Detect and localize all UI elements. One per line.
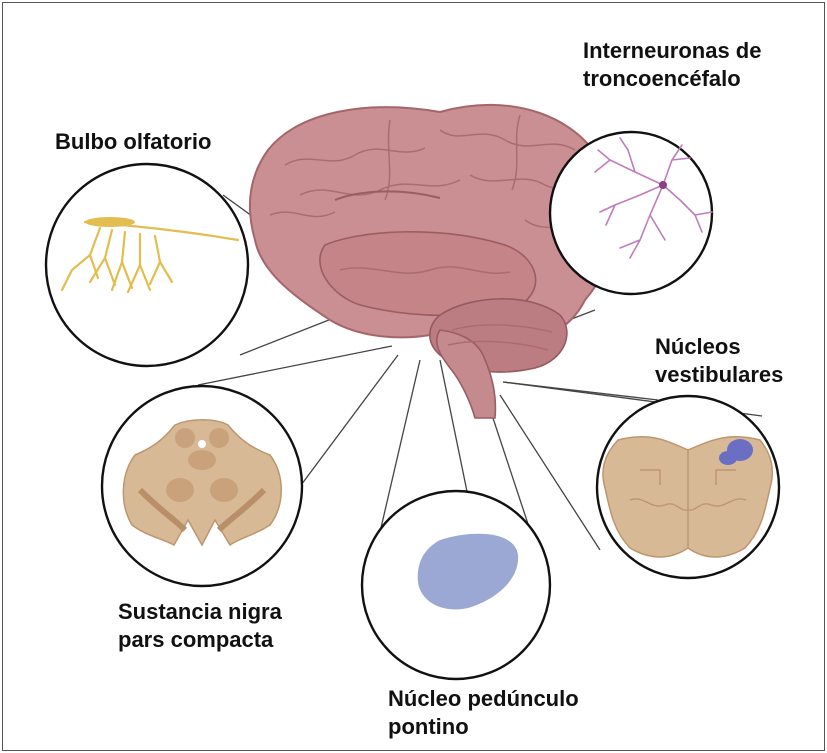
label-nucleo-pedunculo: Núcleo pedúnculo pontino	[388, 685, 579, 741]
label-interneuronas: Interneuronas de troncoencéfalo	[583, 37, 761, 93]
label-nucleo-pedunculo-line2: pontino	[388, 713, 579, 741]
label-sustancia-nigra-line1: Sustancia nigra	[118, 598, 282, 626]
label-bulbo-olfatorio: Bulbo olfatorio	[55, 128, 211, 156]
circle-nucleos-vestibulares	[597, 396, 779, 578]
circle-bulbo-olfatorio	[46, 164, 248, 366]
label-nucleos-vestibulares-line2: vestibulares	[655, 361, 783, 389]
circle-interneuronas	[550, 132, 712, 294]
circle-nucleo-pedunculo	[362, 491, 550, 679]
circle-sustancia-nigra	[102, 386, 302, 586]
brain-illustration	[250, 105, 618, 418]
label-sustancia-nigra: Sustancia nigra pars compacta	[118, 598, 282, 654]
label-nucleos-vestibulares-line1: Núcleos	[655, 333, 783, 361]
label-nucleos-vestibulares: Núcleos vestibulares	[655, 333, 783, 389]
label-sustancia-nigra-line2: pars compacta	[118, 626, 282, 654]
label-interneuronas-line1: Interneuronas de	[583, 37, 761, 65]
label-nucleo-pedunculo-line1: Núcleo pedúnculo	[388, 685, 579, 713]
label-interneuronas-line2: troncoencéfalo	[583, 65, 761, 93]
